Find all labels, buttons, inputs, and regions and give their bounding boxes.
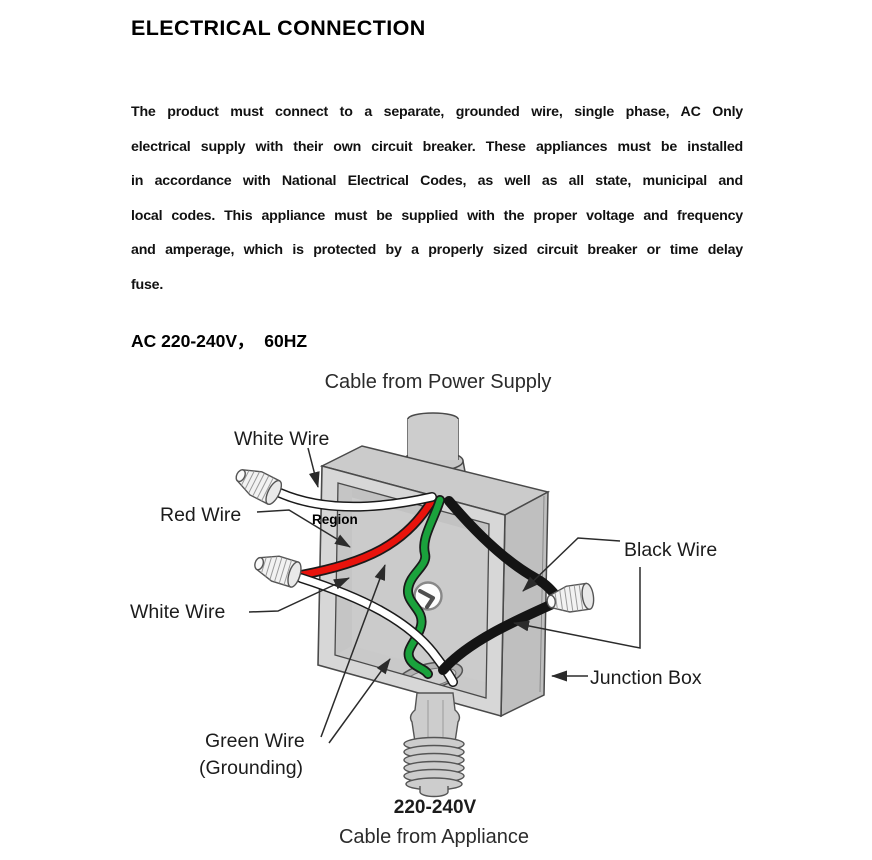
paragraph-line: and amperage, which is protected by a pr… <box>131 242 743 259</box>
ground-screw <box>413 581 443 611</box>
junction-box <box>317 445 551 718</box>
label-junction-box: Junction Box <box>590 667 702 689</box>
label-red-wire: Red Wire <box>160 504 241 526</box>
leader-black-wire-upper <box>522 537 621 592</box>
bottom-caption: Cable from Appliance <box>339 826 529 848</box>
intro-paragraph: The product must connect to a separate, … <box>131 95 743 303</box>
paragraph-line: local codes. This appliance must be supp… <box>131 207 743 224</box>
top-caption: Cable from Power Supply <box>325 371 552 393</box>
paragraph-line: The product must connect to a separate, … <box>131 104 743 120</box>
leader-white-wire-bottom <box>248 577 350 613</box>
wire-nut-top-left <box>230 461 286 508</box>
paragraph-line: in accordance with National Electrical C… <box>131 173 743 190</box>
white-wire-top <box>275 488 437 512</box>
leader-lines <box>248 447 641 744</box>
leader-green-wire-upper <box>320 564 386 738</box>
black-wire <box>438 496 562 675</box>
page-title: ELECTRICAL CONNECTION <box>131 16 426 40</box>
appliance-conduit <box>403 692 465 798</box>
label-grounding: (Grounding) <box>199 757 303 779</box>
red-wire <box>296 497 436 580</box>
leader-white-wire-top <box>307 447 320 488</box>
wire-nut-mid-left <box>250 549 305 590</box>
label-white-wire-bottom: White Wire <box>130 601 225 623</box>
green-wire <box>403 495 445 679</box>
wiring-diagram: Cable from Power Supply <box>130 371 717 848</box>
paragraph-line: electrical supply with their own circuit… <box>131 138 743 155</box>
spec-heading: AC 220-240V， 60HZ <box>131 331 308 351</box>
label-white-wire-top: White Wire <box>234 428 329 450</box>
region-annotation: Region <box>312 512 358 527</box>
label-green-wire: Green Wire <box>205 730 305 752</box>
leader-red-wire <box>256 509 351 548</box>
label-black-wire: Black Wire <box>624 539 717 561</box>
bottom-voltage-caption: 220-240V <box>394 797 477 818</box>
leader-black-wire-lower <box>513 567 641 649</box>
paragraph-line: fuse. <box>131 276 164 293</box>
leader-green-wire-lower <box>328 658 391 744</box>
